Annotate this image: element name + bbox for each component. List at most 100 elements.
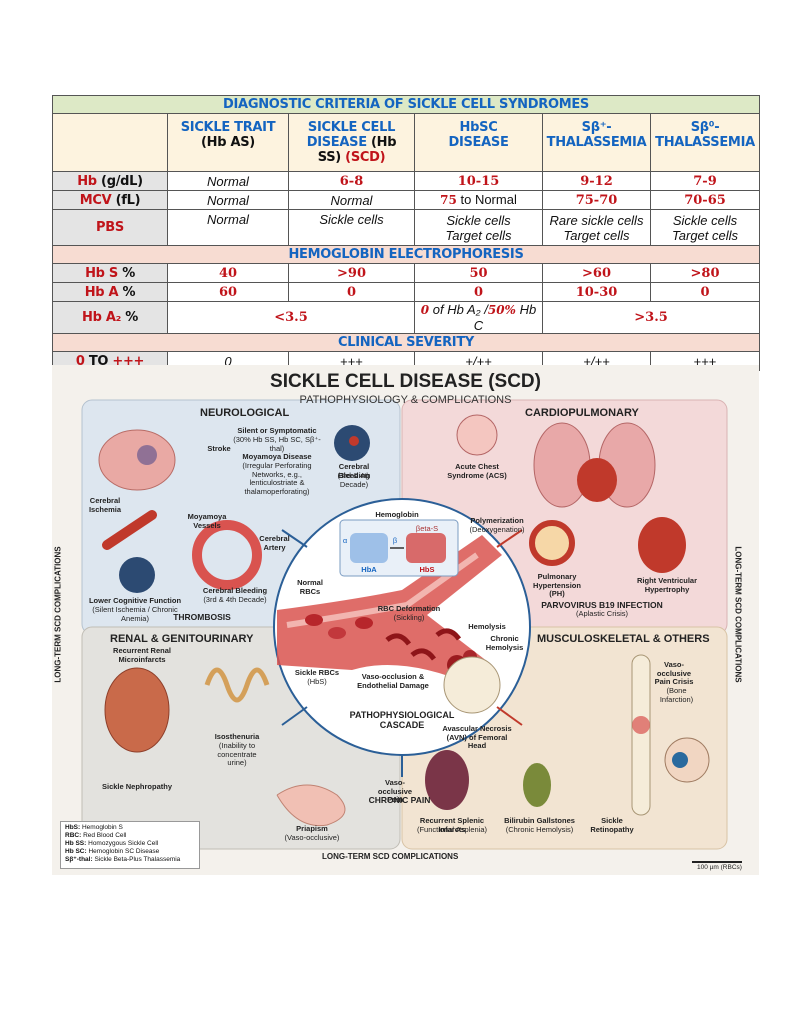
label-splenic-infarcts-sub: (Functional Asplenia) (416, 825, 488, 834)
label-moyamoya-sub: (Irregular Perforating Networks, e.g., l… (242, 461, 312, 496)
label-vaso-occlusive-pain: Vaso-occlusive Pain (377, 778, 413, 804)
legend-item: Hb SC: Hemoglobin SC Disease (65, 848, 160, 855)
ischemic-vessel (102, 510, 157, 550)
label-moyamoya-vessels: Moyamoya Vessels (187, 512, 227, 530)
cell: 50 (414, 263, 543, 283)
label-silent: Silent or Symptomatic (237, 426, 317, 435)
sickle-cell (385, 633, 412, 646)
arrow (281, 706, 308, 726)
label-parvovirus: PARVOVIRUS B19 INFECTION (541, 600, 663, 610)
label-polymerization-sub: (Deoxygenation) (469, 525, 525, 534)
legend-item: Hb SS: Homozygous Sickle Cell (65, 840, 159, 847)
cell: 75 to Normal (414, 190, 543, 210)
cell: 10-15 (414, 171, 543, 191)
label-gallstones-sub: (Chronic Hemolysis) (505, 825, 574, 834)
cell: 0 (288, 282, 415, 302)
cell: Sickle cells (288, 209, 415, 246)
row-label-hba: Hb A % (52, 282, 168, 302)
header-sbzero: Sβ⁰- THALASSEMIA (649, 113, 761, 172)
label-retinopathy: Sickle Retinopathy (590, 816, 634, 834)
col-label: SICKLE CELL (307, 120, 396, 135)
label-cerebral-artery: Cerebral Artery (259, 534, 290, 552)
label-isosthenuria-sub: (Inability to concentrate urine) (217, 741, 257, 767)
clinical-row: CLINICAL SEVERITY (51, 333, 761, 352)
mcv-row: MCV (fL) Normal Normal 75 to Normal 75-7… (52, 190, 761, 210)
infographic-title: SICKLE CELL DISEASE (SCD) (270, 371, 541, 392)
cell: 40 (167, 263, 289, 283)
label-silent-sub: (30% Hb SS, Hb SC, Sβ⁺-thal) (233, 435, 321, 453)
side-label-right: LONG-TERM SCD COMPLICATIONS (733, 546, 743, 683)
scd-infographic: SICKLE CELL DISEASE (SCD) PATHOPHYSIOLOG… (52, 365, 759, 875)
col-label: SICKLE TRAIT (180, 120, 276, 135)
priapism-organ (276, 784, 346, 827)
label-parvovirus-sub: (Aplastic Crisis) (575, 609, 629, 618)
label-gallstones: Bilirubin Gallstones (504, 816, 575, 825)
arrow (496, 529, 523, 548)
cell: >80 (649, 263, 761, 283)
gallbladder (523, 763, 551, 807)
brain-scan-2 (119, 557, 155, 593)
cell: 9-12 (542, 171, 651, 191)
cell: >3.5 (541, 301, 761, 334)
label-cerebral-bleeding-2: Cerebral Bleeding (202, 586, 268, 595)
vessel-highlight (286, 552, 479, 628)
legend-item: RBC: Red Blood Cell (65, 832, 127, 839)
bleed-dot (349, 436, 359, 446)
label-lower-cognitive: Lower Cognitive Function (88, 596, 182, 605)
label-cerebral-bleeding-2-sub: (3rd & 4th Decade) (203, 595, 267, 604)
cell: 6-8 (288, 171, 415, 191)
bone-infarct (632, 716, 650, 734)
electrophoresis-title: HEMOGLOBIN ELECTROPHORESIS (51, 245, 761, 264)
label-sickle-rbcs: Sickle RBCs (294, 668, 340, 677)
cell: >60 (542, 263, 651, 283)
nephron (204, 667, 270, 703)
hbs-row: Hb S % 40 >90 50 >60 >80 (52, 263, 761, 283)
header-hbsc: HbSC DISEASE (414, 113, 543, 172)
cell: Normal (288, 190, 415, 210)
cell: Normal (167, 190, 289, 210)
infographic-subtitle: PATHOPHYSIOLOGY & COMPLICATIONS (299, 394, 512, 406)
cell: 70-65 (649, 190, 761, 210)
col-label: THALASSEMIA (655, 135, 755, 150)
cell: 0 (649, 282, 761, 302)
col-label: HbSC (459, 120, 498, 135)
electro-row: HEMOGLOBIN ELECTROPHORESIS (51, 245, 761, 264)
label-cascade: PATHOPHYSIOLOGICAL CASCADE (349, 710, 455, 730)
label-ischemia: Cerebral Ischemia (88, 496, 122, 514)
kidney (104, 667, 170, 753)
row-label-hbs: Hb S % (52, 263, 168, 283)
panel-title-renal: RENAL & GENITOURINARY (110, 633, 254, 645)
table-title: DIAGNOSTIC CRITERIA OF SICKLE CELL SYNDR… (51, 95, 761, 114)
label-chronic-pain: CHRONIC PAIN (368, 795, 431, 805)
table-title-row: DIAGNOSTIC CRITERIA OF SICKLE CELL SYNDR… (51, 95, 761, 114)
cell: 0 of Hb A₂ /50% Hb C (414, 301, 543, 334)
rbc (305, 614, 323, 626)
clinical-title: CLINICAL SEVERITY (51, 333, 761, 352)
label-thrombosis: THROMBOSIS (173, 612, 231, 622)
stroke-area (137, 445, 157, 465)
sickle-cell (435, 628, 462, 641)
col-sub: (Hb (371, 135, 397, 150)
rv-heart (638, 517, 686, 573)
label-rvh: Right Ventricular Hypertrophy (637, 576, 698, 594)
header-sickle-trait: SICKLE TRAIT (Hb AS) (167, 113, 289, 172)
infographic-art (81, 399, 742, 863)
side-label-left: LONG-TERM SCD COMPLICATIONS (53, 546, 63, 683)
label-ph: Pulmonary Hypertension (PH) (533, 572, 581, 598)
rbc (355, 617, 373, 629)
label-priapism-sub: (Vaso-occlusive) (284, 833, 340, 842)
label-isosthenuria: Isosthenuria (214, 732, 260, 741)
label-stroke: Stroke (207, 444, 231, 453)
acs-zoom (456, 414, 498, 456)
cell: 75-70 (542, 190, 651, 210)
header-row: SICKLE TRAIT (Hb AS) SICKLE CELL DISEASE… (52, 113, 761, 172)
label-hba: HbA (361, 565, 377, 574)
lung-left (533, 422, 591, 508)
label-rbc-deformation-sub: (Sickling) (393, 613, 425, 622)
header-corner (52, 113, 168, 172)
label-polymerization: Polymerization (470, 516, 524, 525)
